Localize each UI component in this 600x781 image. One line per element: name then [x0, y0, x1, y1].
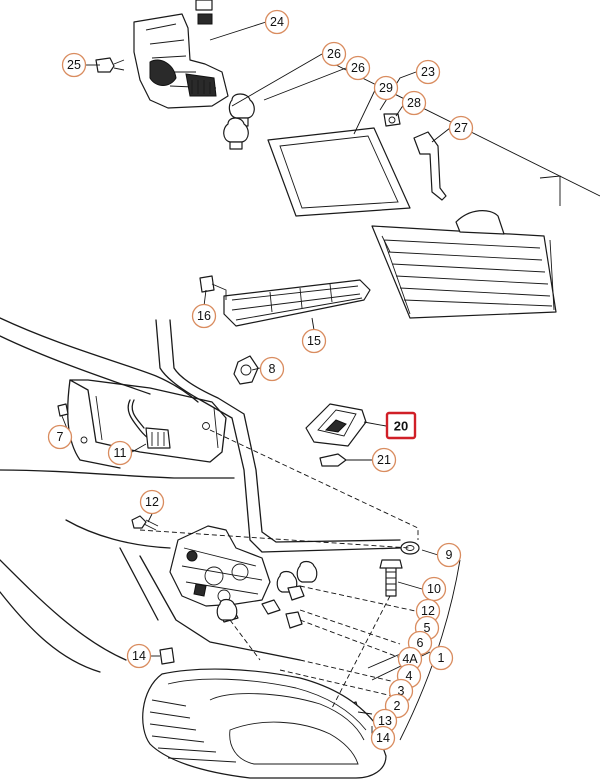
bulb-set [216, 560, 318, 629]
connector-16 [199, 275, 227, 300]
screw-28 [383, 113, 401, 127]
callout-28[interactable]: 28 [401, 90, 427, 116]
svg-text:10: 10 [427, 582, 441, 596]
svg-text:5: 5 [424, 621, 431, 635]
connector-25 [95, 57, 125, 73]
svg-text:16: 16 [197, 309, 211, 323]
svg-text:12: 12 [421, 604, 435, 618]
svg-text:12: 12 [145, 495, 159, 509]
svg-text:27: 27 [454, 121, 468, 135]
svg-text:4A: 4A [402, 652, 418, 666]
callout-9[interactable]: 9 [436, 542, 462, 568]
callout-23[interactable]: 23 [415, 59, 441, 85]
callout-15[interactable]: 15 [301, 328, 327, 354]
callout-14a[interactable]: 14 [126, 643, 152, 669]
svg-text:3: 3 [398, 684, 405, 698]
svg-text:7: 7 [57, 430, 64, 444]
callout-26b[interactable]: 26 [345, 55, 371, 81]
bulb-carrier [169, 525, 271, 607]
svg-text:8: 8 [269, 362, 276, 376]
leader-lines [61, 21, 461, 741]
callout-21[interactable]: 21 [371, 447, 397, 473]
callout-4A[interactable]: 4A [397, 646, 423, 672]
callout-29[interactable]: 29 [373, 75, 399, 101]
callout-10[interactable]: 10 [421, 576, 447, 602]
callout-12a[interactable]: 12 [139, 489, 165, 515]
callout-27[interactable]: 27 [448, 115, 474, 141]
svg-text:15: 15 [307, 334, 321, 348]
svg-text:14: 14 [376, 731, 390, 745]
svg-text:29: 29 [379, 81, 393, 95]
svg-text:2: 2 [394, 699, 401, 713]
clip-14 [159, 647, 175, 665]
callout-25[interactable]: 25 [61, 52, 87, 78]
callout-8[interactable]: 8 [259, 356, 285, 382]
screw-12 [131, 515, 159, 531]
bracket-27 [413, 131, 447, 201]
vehicle-body-outline [0, 317, 401, 673]
svg-text:21: 21 [377, 453, 391, 467]
svg-text:4: 4 [406, 669, 413, 683]
brake-light-15 [223, 279, 371, 327]
callout-26a[interactable]: 26 [321, 41, 347, 67]
dashed-lines [139, 429, 421, 709]
svg-text:9: 9 [446, 548, 453, 562]
callout-20-highlighted[interactable]: 20 [385, 411, 417, 440]
cap-8 [233, 355, 259, 385]
bulb-holder-assembly [133, 0, 229, 109]
clip-7 [57, 403, 69, 417]
svg-text:26: 26 [351, 61, 365, 75]
callout-24[interactable]: 24 [264, 9, 290, 35]
svg-text:1: 1 [438, 651, 445, 665]
stud-10 [379, 559, 403, 597]
tail-light-lens [142, 668, 387, 779]
license-plate-light-20 [305, 403, 367, 447]
callout-1[interactable]: 1 [428, 645, 454, 671]
svg-text:28: 28 [407, 96, 421, 110]
washer-9 [400, 541, 420, 555]
svg-text:14: 14 [132, 649, 146, 663]
svg-text:11: 11 [114, 446, 127, 460]
svg-text:23: 23 [421, 65, 435, 79]
bulb-top-2 [223, 117, 249, 150]
trim-frame-29 [267, 127, 411, 217]
svg-text:6: 6 [417, 636, 424, 650]
callout-16[interactable]: 16 [191, 303, 217, 329]
callout-12b[interactable]: 12 [415, 598, 441, 624]
svg-text:25: 25 [67, 58, 81, 72]
callout-14b[interactable]: 14 [370, 725, 396, 751]
svg-text:20: 20 [394, 419, 408, 434]
callout-11[interactable]: 11 [107, 440, 133, 466]
wiring-harness-11 [127, 399, 171, 449]
svg-text:26: 26 [327, 47, 341, 61]
svg-text:13: 13 [378, 714, 392, 728]
callout-7[interactable]: 7 [47, 424, 73, 450]
inner-light-lens [371, 210, 557, 319]
svg-text:24: 24 [270, 15, 284, 29]
